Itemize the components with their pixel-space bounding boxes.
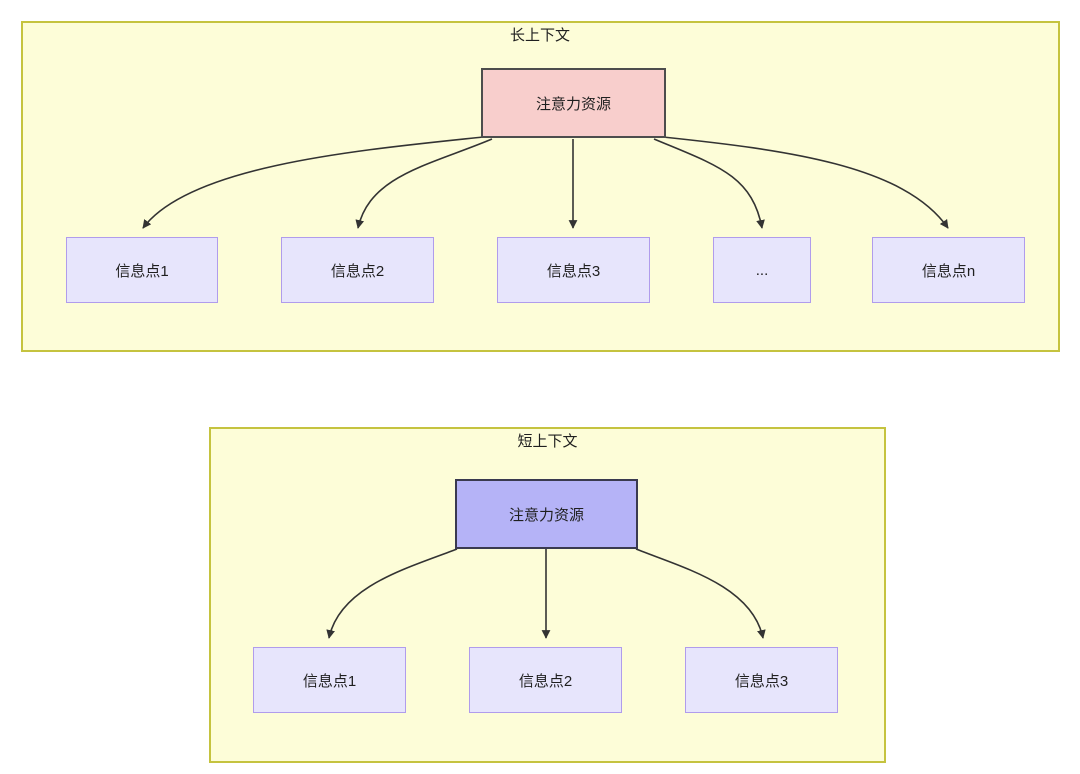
node-info-point-long-1[interactable]: 信息点1 bbox=[66, 237, 218, 303]
node-info-point-long-2[interactable]: 信息点2 bbox=[281, 237, 434, 303]
node-attention-resource-short[interactable]: 注意力资源 bbox=[455, 479, 638, 549]
node-info-point-short-1[interactable]: 信息点1 bbox=[253, 647, 406, 713]
node-info-point-long-ellipsis[interactable]: ... bbox=[713, 237, 811, 303]
node-info-point-short-2[interactable]: 信息点2 bbox=[469, 647, 622, 713]
node-attention-resource-long[interactable]: 注意力资源 bbox=[481, 68, 666, 138]
group-title-short-context: 短上下文 bbox=[517, 433, 578, 450]
node-info-point-long-n[interactable]: 信息点n bbox=[872, 237, 1025, 303]
node-info-point-short-3[interactable]: 信息点3 bbox=[685, 647, 838, 713]
group-title-long-context: 长上下文 bbox=[509, 27, 570, 44]
node-info-point-long-3[interactable]: 信息点3 bbox=[497, 237, 650, 303]
